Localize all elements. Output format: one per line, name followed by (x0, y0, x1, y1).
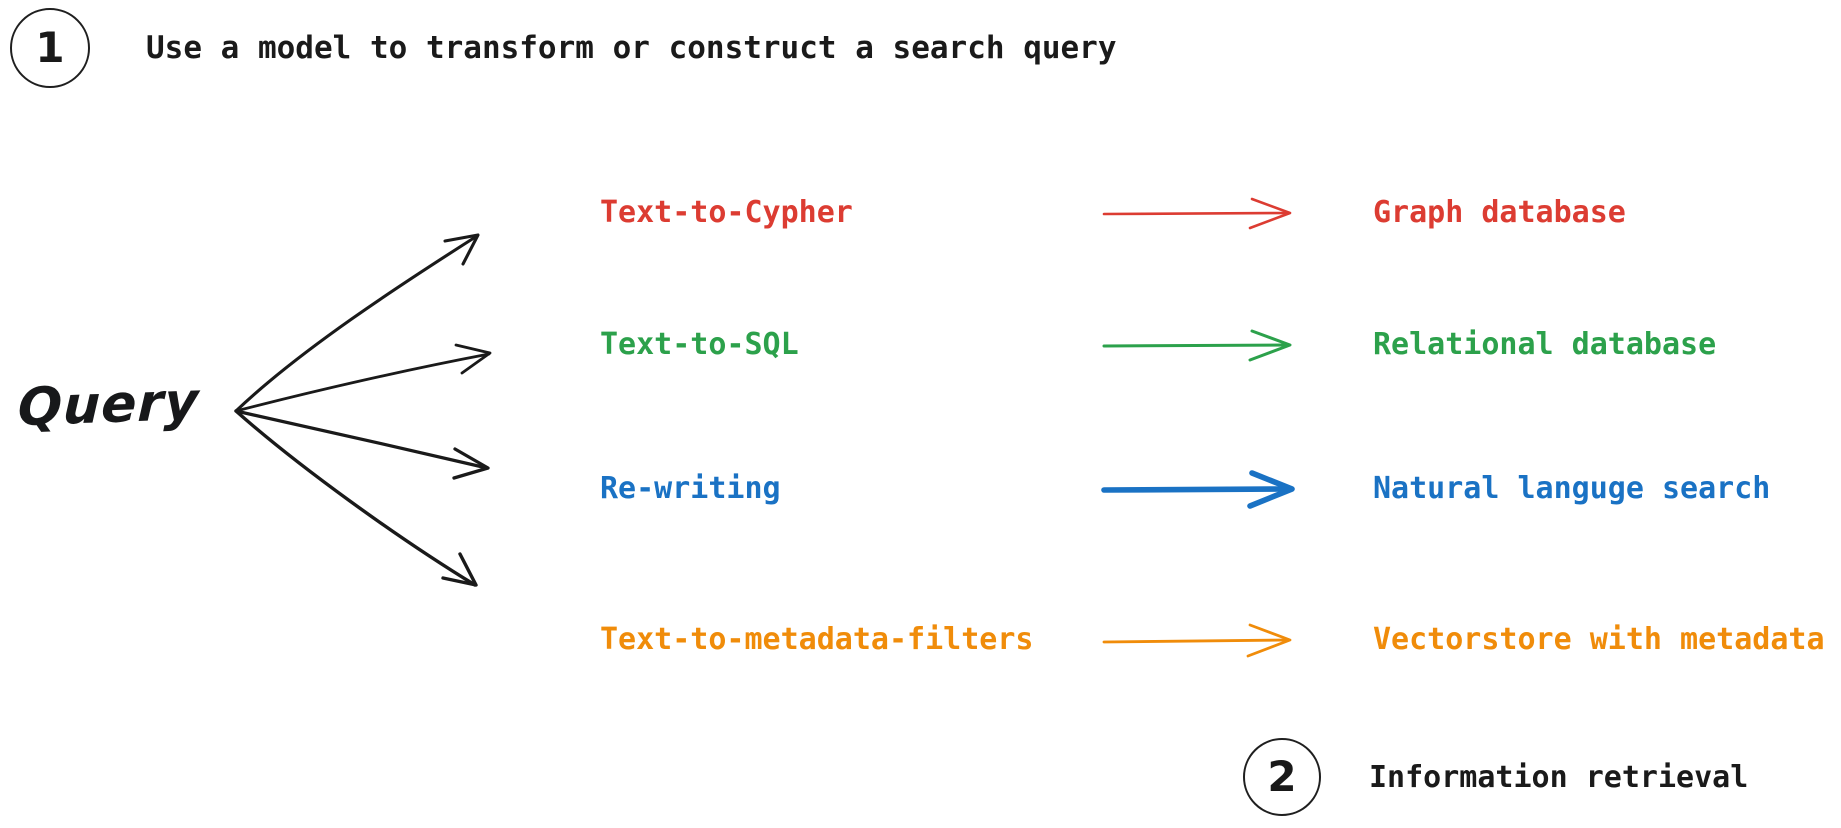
branch-row: Text-to-SQL Relational database (600, 322, 1841, 368)
arrow-right-icon (1100, 193, 1305, 233)
branch-target-label: Vectorstore with metadata (1373, 622, 1825, 657)
branch-row: Text-to-Cypher Graph database (600, 190, 1841, 236)
fan-arrow-2 (234, 343, 492, 413)
fan-arrow-3 (234, 409, 490, 480)
fan-arrow-1 (234, 233, 480, 413)
arrow-right-icon (1100, 620, 1305, 660)
step-1-badge-group: 1 Use a model to transform or construct … (10, 8, 1117, 88)
step-1-title: Use a model to transform or construct a … (146, 30, 1117, 66)
fan-arrow-4 (234, 409, 478, 587)
branch-source-label: Re-writing (600, 471, 781, 506)
branch-target-label: Relational database (1373, 327, 1717, 362)
query-label: Query (16, 371, 201, 439)
step-2-circle: 2 (1243, 738, 1321, 816)
arrow-right-icon (1100, 325, 1305, 365)
branch-target-label: Graph database (1373, 195, 1626, 230)
step-1-number: 1 (35, 23, 65, 72)
branch-target-label: Natural languge search (1373, 471, 1771, 506)
branch-source-label: Text-to-metadata-filters (600, 622, 1034, 657)
step-2-title: Information retrieval (1369, 759, 1749, 795)
arrow-right-icon (1100, 469, 1305, 509)
branch-source-label: Text-to-Cypher (600, 195, 853, 230)
step-2-badge-group: 2 Information retrieval (1243, 738, 1748, 816)
branch-row: Text-to-metadata-filters Vectorstore wit… (600, 617, 1841, 663)
branch-row: Re-writing Natural languge search (600, 466, 1841, 512)
branch-source-label: Text-to-SQL (600, 327, 799, 362)
step-1-circle: 1 (10, 8, 90, 88)
step-2-number: 2 (1267, 752, 1297, 801)
